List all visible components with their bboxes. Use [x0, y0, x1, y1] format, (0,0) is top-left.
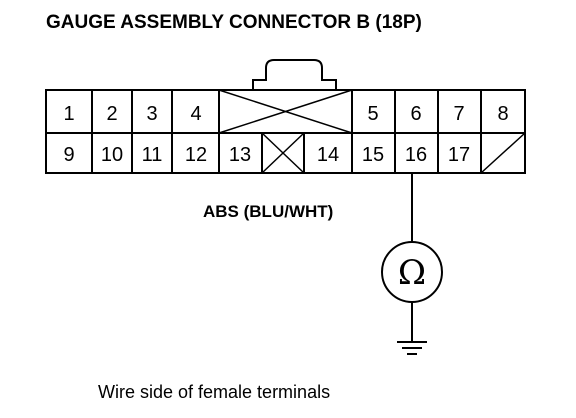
pin-12: 12 — [185, 144, 207, 166]
pin-13: 13 — [229, 144, 251, 166]
pin-3: 3 — [146, 103, 157, 125]
pin-8: 8 — [497, 103, 508, 125]
pin-16: 16 — [405, 144, 427, 166]
connector-body — [45, 89, 526, 174]
pin-6: 6 — [410, 103, 421, 125]
row1-blank-cavity — [218, 89, 353, 134]
pin-11: 11 — [142, 144, 163, 166]
pin-17: 17 — [448, 144, 470, 166]
pin-15: 15 — [362, 144, 384, 166]
ohm-symbol: Ω — [398, 253, 426, 293]
wire-label: ABS (BLU/WHT) — [203, 202, 333, 221]
pin-1: 1 — [63, 103, 74, 125]
pin-4: 4 — [190, 103, 201, 125]
connector-lock-tab — [252, 59, 337, 90]
pin-2: 2 — [106, 103, 117, 125]
caption: Wire side of female terminals — [98, 382, 330, 402]
diagram-title: GAUGE ASSEMBLY CONNECTOR B (18P) — [46, 12, 422, 33]
pin-10: 10 — [101, 144, 123, 166]
pin-9: 9 — [63, 144, 74, 166]
pin-5: 5 — [367, 103, 378, 125]
row1-dividers — [91, 90, 482, 133]
ground-icon — [397, 341, 427, 355]
row2-blank-cavity-slash — [480, 132, 526, 174]
pin-7: 7 — [453, 103, 464, 125]
row2-blank-cavity-x — [261, 132, 305, 174]
row2-dividers — [91, 133, 482, 173]
pin-14: 14 — [317, 144, 339, 166]
